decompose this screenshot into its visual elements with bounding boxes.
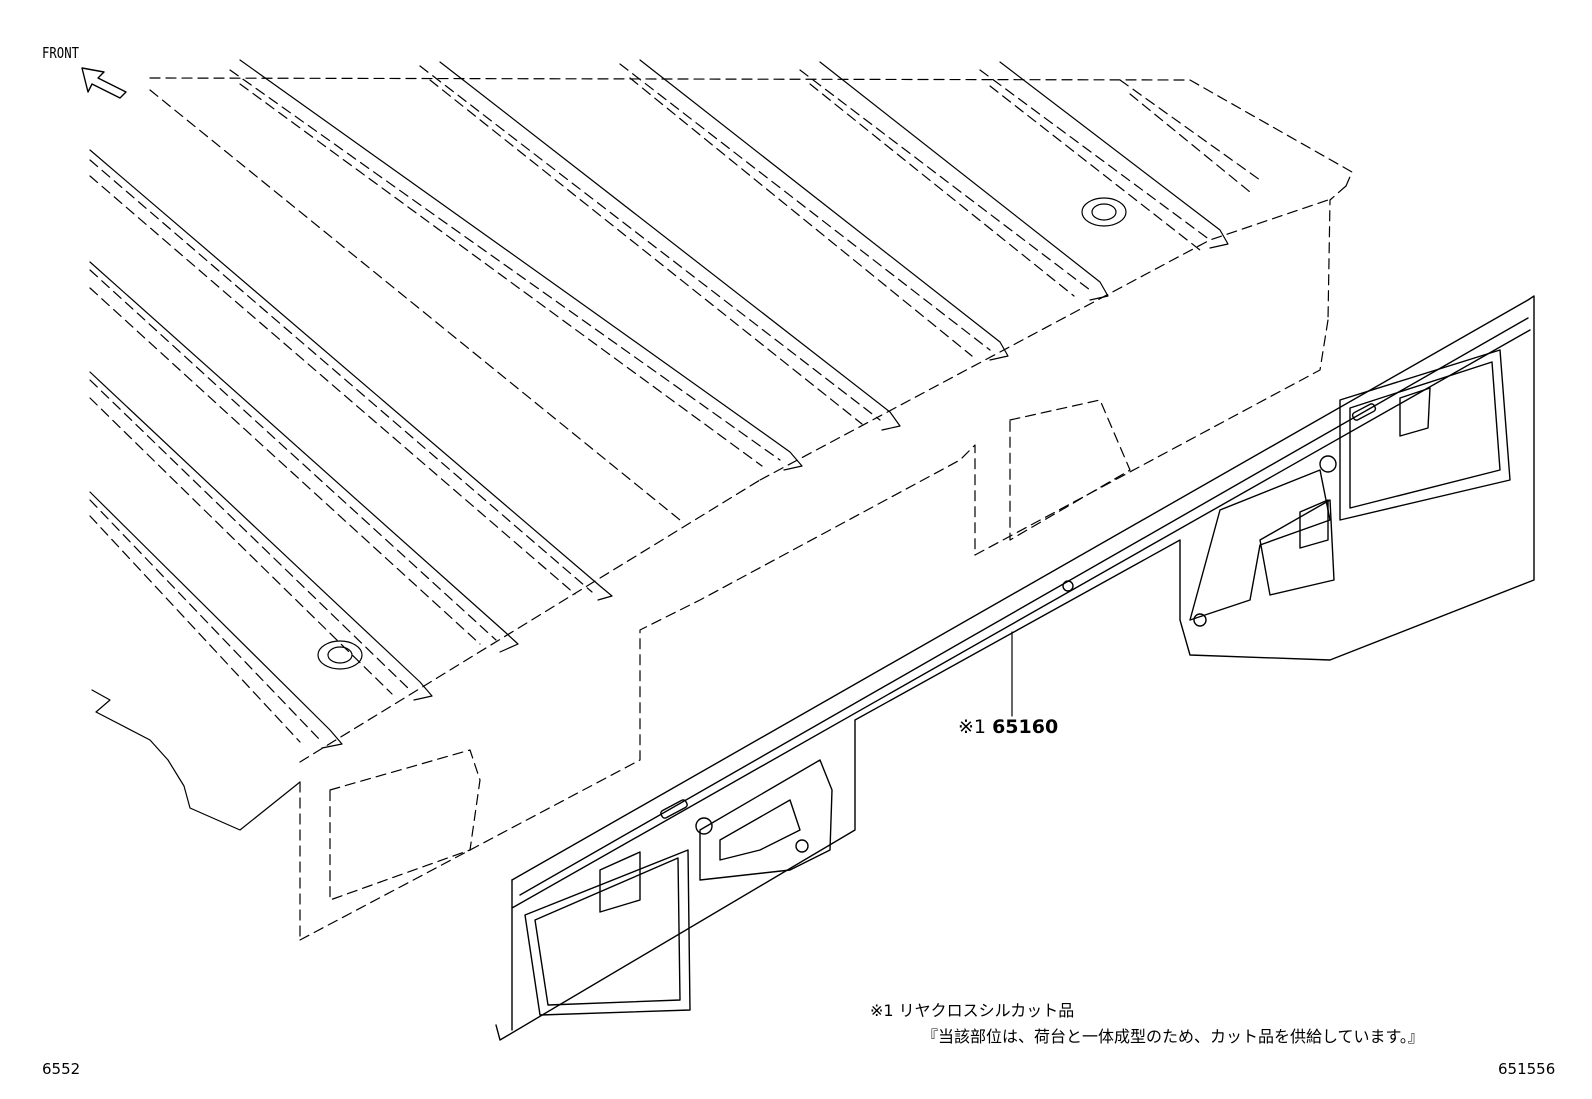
bed-floor-ribs: [89, 59, 1229, 831]
part-callout: ※1 65160: [958, 718, 1058, 737]
front-direction-label: FRONT: [42, 44, 80, 62]
rear-cross-sill-ghost: [299, 319, 1329, 941]
part-65160-rear-cross-sill: [495, 295, 1535, 1041]
part-number-65160: 65160: [992, 716, 1059, 738]
footnote: ※1 リヤクロスシルカット品 『当該部位は、荷台と一体成型のため、カット品を供給…: [870, 998, 1424, 1050]
figure-number-right: 651556: [1498, 1060, 1556, 1078]
footnote-line-2: 『当該部位は、荷台と一体成型のため、カット品を供給しています。』: [922, 1027, 1424, 1046]
figure-number-left: 6552: [42, 1060, 81, 1078]
callout-mark: ※1: [958, 716, 987, 738]
front-direction-arrow-icon: [81, 67, 127, 99]
footnote-line-1: ※1 リヤクロスシルカット品: [870, 1001, 1075, 1020]
bed-floor-ghost: [89, 63, 1353, 763]
